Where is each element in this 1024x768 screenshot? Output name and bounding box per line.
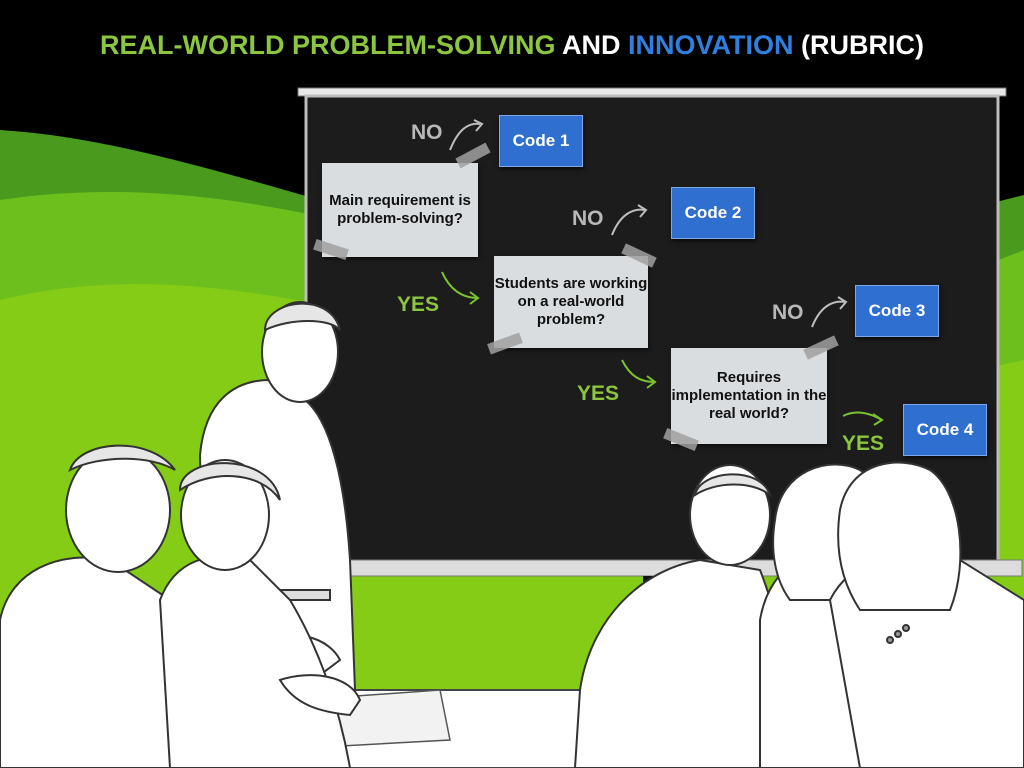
code-box-4: Code 4: [903, 404, 987, 456]
title-part-blue: INNOVATION: [627, 30, 794, 60]
yes-label-3: YES: [842, 432, 885, 455]
no-label-2: NO: [572, 207, 604, 230]
title-part-white: AND: [561, 30, 621, 60]
yes-arrow: [621, 359, 656, 383]
yes-arrow: [872, 413, 884, 426]
seated-woman-figure: [158, 459, 362, 768]
question-box-2: Students are working on a real-world pro…: [494, 256, 648, 348]
yes-arrow: [646, 375, 657, 389]
code-box-3: Code 3: [855, 285, 939, 337]
no-arrow: [637, 204, 648, 218]
seated-man-right-figure: [573, 464, 792, 768]
yes-arrow: [441, 271, 479, 299]
slide-title: REAL-WORLD PROBLEM-SOLVING AND INNOVATIO…: [0, 30, 1024, 61]
yes-label-1: YES: [397, 293, 440, 316]
no-arrow: [473, 119, 484, 132]
code-box-2: Code 2: [671, 187, 755, 239]
title-part-rubric: (RUBRIC): [801, 30, 924, 60]
code-box-1: Code 1: [499, 115, 583, 167]
yes-label-2: YES: [577, 382, 620, 405]
question-box-3: Requires implementation in the real worl…: [671, 348, 827, 444]
no-arrow: [449, 122, 481, 151]
question-box-1: Main requirement is problem-solving?: [322, 163, 478, 257]
no-arrow: [611, 208, 646, 236]
seated-women-right-figure: [759, 461, 1024, 768]
no-arrow: [811, 300, 846, 328]
no-arrow: [837, 296, 848, 310]
yes-arrow: [469, 291, 480, 305]
no-label-3: NO: [772, 301, 804, 324]
no-label-1: NO: [411, 121, 443, 144]
title-part-green: REAL-WORLD PROBLEM-SOLVING: [100, 30, 556, 60]
